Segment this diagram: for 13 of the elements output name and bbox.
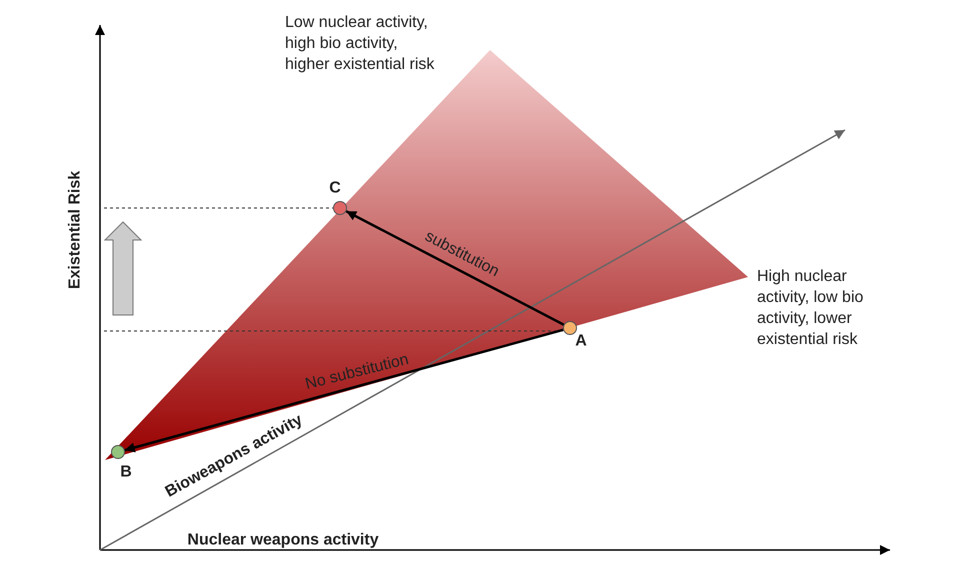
point-marker xyxy=(563,321,577,335)
axis-title: Nuclear weapons activity xyxy=(187,530,379,550)
edge-label: No substitution xyxy=(303,350,411,395)
point-label: C xyxy=(329,178,341,198)
point-marker xyxy=(333,201,347,215)
annotation: High nuclear activity, low bio activity, lower existential risk xyxy=(757,267,864,350)
point-label: A xyxy=(575,332,587,352)
point-marker xyxy=(111,445,125,459)
axis-title: Existential Risk xyxy=(66,170,84,290)
annotation: Low nuclear activity, high bio activity, higher existential risk xyxy=(285,13,435,75)
arrow xyxy=(124,328,564,452)
point-label: B xyxy=(120,462,132,482)
arrow xyxy=(346,210,564,326)
